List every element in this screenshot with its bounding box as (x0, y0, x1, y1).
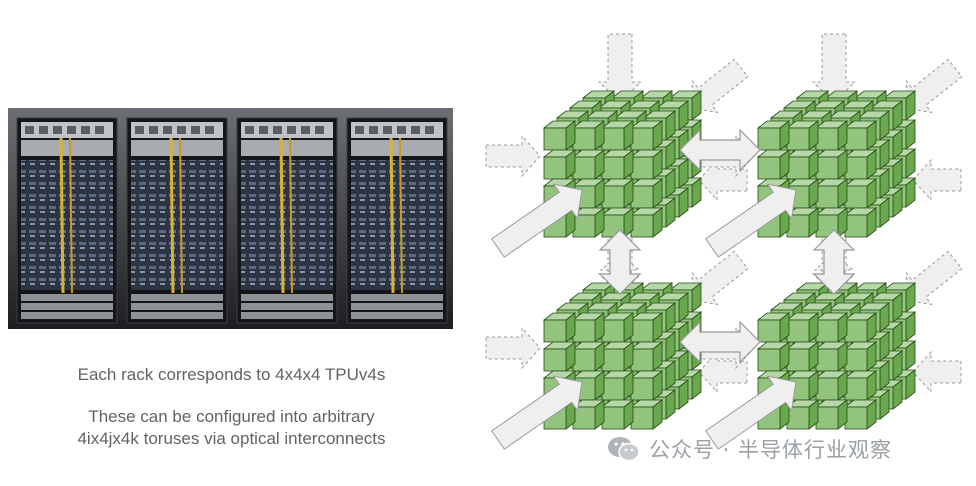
torus-link-arrow (904, 250, 963, 306)
interconnect-arrow (598, 229, 642, 295)
interconnect-arrow (679, 320, 761, 364)
torus-link-arrow (705, 183, 797, 258)
watermark: 公众号 · 半导体行业观察 (607, 432, 892, 466)
interconnect-arrow (812, 229, 856, 295)
torus-link-arrow (690, 58, 749, 114)
torus-link-arrow (690, 250, 749, 306)
torus-diagram (485, 33, 963, 450)
server-rack (126, 117, 228, 324)
torus-link-arrow (811, 33, 857, 103)
interconnect-arrow (679, 128, 761, 172)
server-rack (346, 117, 448, 324)
tpu-cube-2 (756, 90, 917, 238)
torus-link-arrow (705, 375, 797, 450)
server-rack (16, 117, 118, 324)
torus-link-arrow (485, 134, 541, 178)
server-rack (236, 117, 338, 324)
caption-line-3: 4ix4jx4k toruses via optical interconnec… (77, 429, 386, 448)
caption-rack: Each rack corresponds to 4x4x4 TPUv4s (0, 364, 463, 386)
caption-line-2: These can be configured into arbitrary (88, 407, 375, 426)
tpu-cube-4 (756, 282, 917, 430)
watermark-text: 公众号 · 半导体行业观察 (649, 438, 893, 462)
torus-link-arrow (828, 445, 840, 450)
caption-line-1: Each rack corresponds to 4x4x4 TPUv4s (77, 365, 386, 384)
torus-link-arrow (485, 326, 541, 370)
tpu-cube-3 (542, 282, 703, 430)
caption-configuration: These can be configured into arbitrary 4… (0, 406, 463, 450)
torus-link-arrow (491, 375, 583, 450)
torus-link-arrow (597, 33, 643, 103)
torus-link-arrow (912, 158, 962, 202)
tpu-cube-1 (542, 90, 703, 238)
torus-link-arrow (491, 183, 583, 258)
torus-link-arrow (912, 350, 962, 394)
rack-photo (8, 108, 453, 329)
torus-link-arrow (904, 58, 963, 114)
wechat-icon (608, 437, 640, 462)
